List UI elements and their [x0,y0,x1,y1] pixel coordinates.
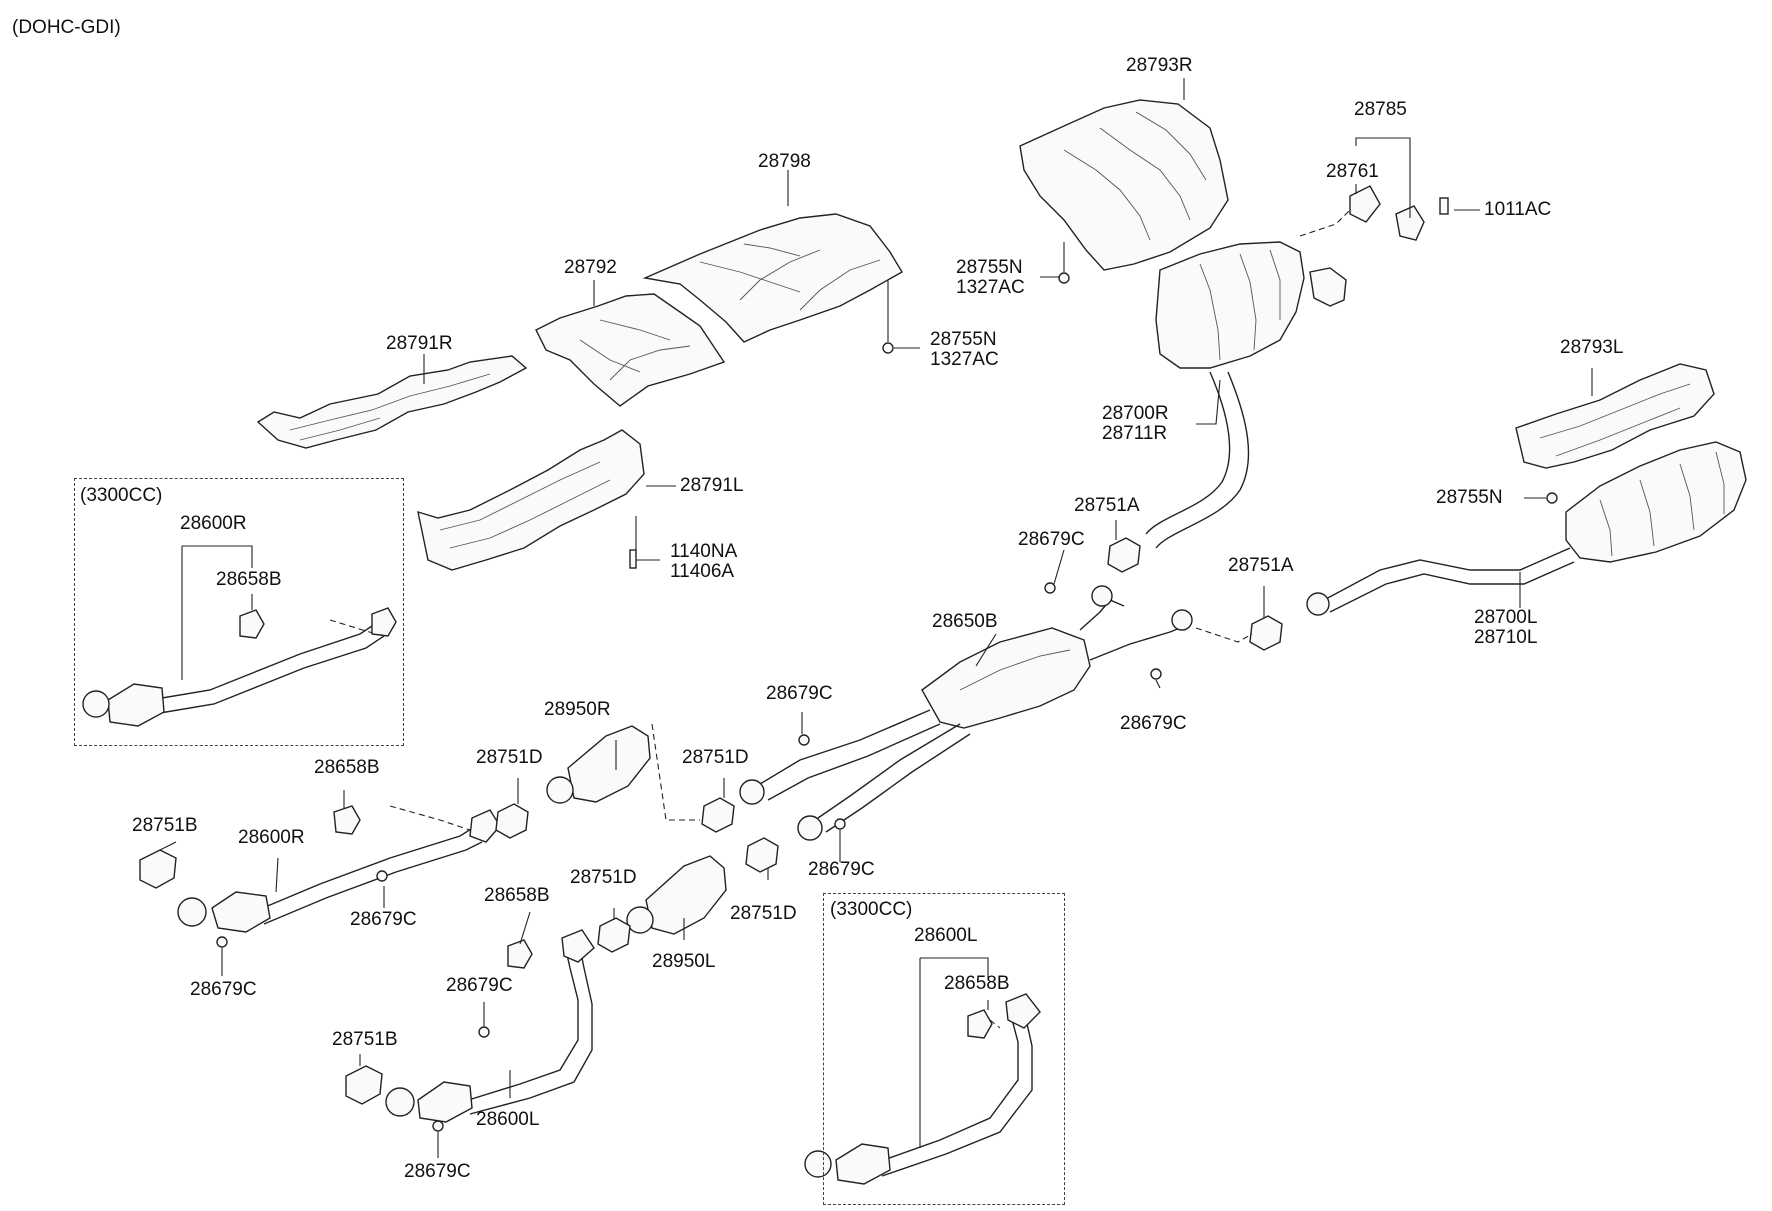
label-28600R: 28600R [238,827,305,848]
label-1140NA: 1140NA [670,541,738,562]
label-28793L: 28793L [1560,337,1624,358]
label-28751A-b: 28751A [1228,555,1294,576]
label-28755N-b: 28755N [930,329,997,350]
option-box-left [74,478,404,746]
heat-shield-28798 [642,213,903,343]
label-28679C-a: 28679C [1018,529,1085,550]
gaskets-and-hangers [139,185,1558,1132]
label-28950R: 28950R [544,699,611,720]
label-28755N-c: 28755N [1436,487,1503,508]
label-28700L: 28700L [1474,607,1538,628]
box-right-title: (3300CC) [830,899,913,920]
label-11406A: 11406A [670,561,735,582]
label-28600L: 28600L [476,1109,540,1130]
rear-muffler-left [1565,441,1747,563]
catalytic-converter-28950R [546,725,651,804]
label-28679C-f: 28679C [190,979,257,1000]
box-right-3300cc-parts [804,957,1041,1185]
label-28791L: 28791L [680,475,744,496]
heat-shield-28792 [535,293,726,407]
label-28950L: 28950L [652,951,716,972]
option-box-right [823,893,1065,1205]
label-28679C-d: 28679C [350,909,417,930]
box-left-part-28658B: 28658B [216,569,282,590]
heat-shield-28793R [1019,99,1229,271]
heat-shield-28793L [1515,363,1715,469]
label-28751D-c: 28751D [570,867,637,888]
front-pipe-28600R [177,809,501,933]
label-28679C-b: 28679C [1120,713,1187,734]
tail-pipe-28700L [1306,547,1575,616]
label-28785: 28785 [1354,99,1407,120]
label-1327AC-a: 1327AC [956,277,1025,298]
label-28751D-b: 28751D [682,747,749,768]
label-28755N-a: 28755N [956,257,1023,278]
label-28751D-d: 28751D [730,903,797,924]
box-left-part-28600R: 28600R [180,513,247,534]
label-28650B: 28650B [932,611,998,632]
leader-lines [159,78,1593,1158]
box-right-part-28658B: 28658B [944,973,1010,994]
heat-shield-28791R [256,355,528,449]
label-28751B-a: 28751B [132,815,198,836]
box-left-title: (3300CC) [80,485,163,506]
rear-muffler-right [1155,241,1347,369]
box-right-part-28600L: 28600L [914,925,978,946]
label-28711R: 28711R [1102,423,1168,444]
label-28751D-a: 28751D [476,747,543,768]
label-28700R: 28700R [1102,403,1169,424]
label-1011AC: 1011AC [1484,199,1552,220]
label-28710L: 28710L [1474,627,1538,648]
catalytic-converter-28950L [626,855,727,935]
label-28792: 28792 [564,257,617,278]
label-28751B-b: 28751B [332,1029,398,1050]
label-28793R: 28793R [1126,55,1193,76]
label-1327AC-b: 1327AC [930,349,999,370]
label-28791R: 28791R [386,333,453,354]
label-28679C-e: 28679C [808,859,875,880]
label-28751A-a: 28751A [1074,495,1140,516]
label-28658B-a: 28658B [314,757,380,778]
label-28679C-h: 28679C [404,1161,471,1182]
tail-pipe-28700R [1145,371,1250,549]
box-left-3300cc-parts [82,545,397,727]
label-28761: 28761 [1326,161,1379,182]
label-28798: 28798 [758,151,811,172]
label-28679C-c: 28679C [766,683,833,704]
label-28679C-g: 28679C [446,975,513,996]
front-pipe-28600L [385,929,595,1123]
heat-shield-28791L [417,429,645,571]
engine-type-label: (DOHC-GDI) [12,17,121,38]
assembly-dashed-lines [329,209,1351,1029]
label-28658B-b: 28658B [484,885,550,906]
